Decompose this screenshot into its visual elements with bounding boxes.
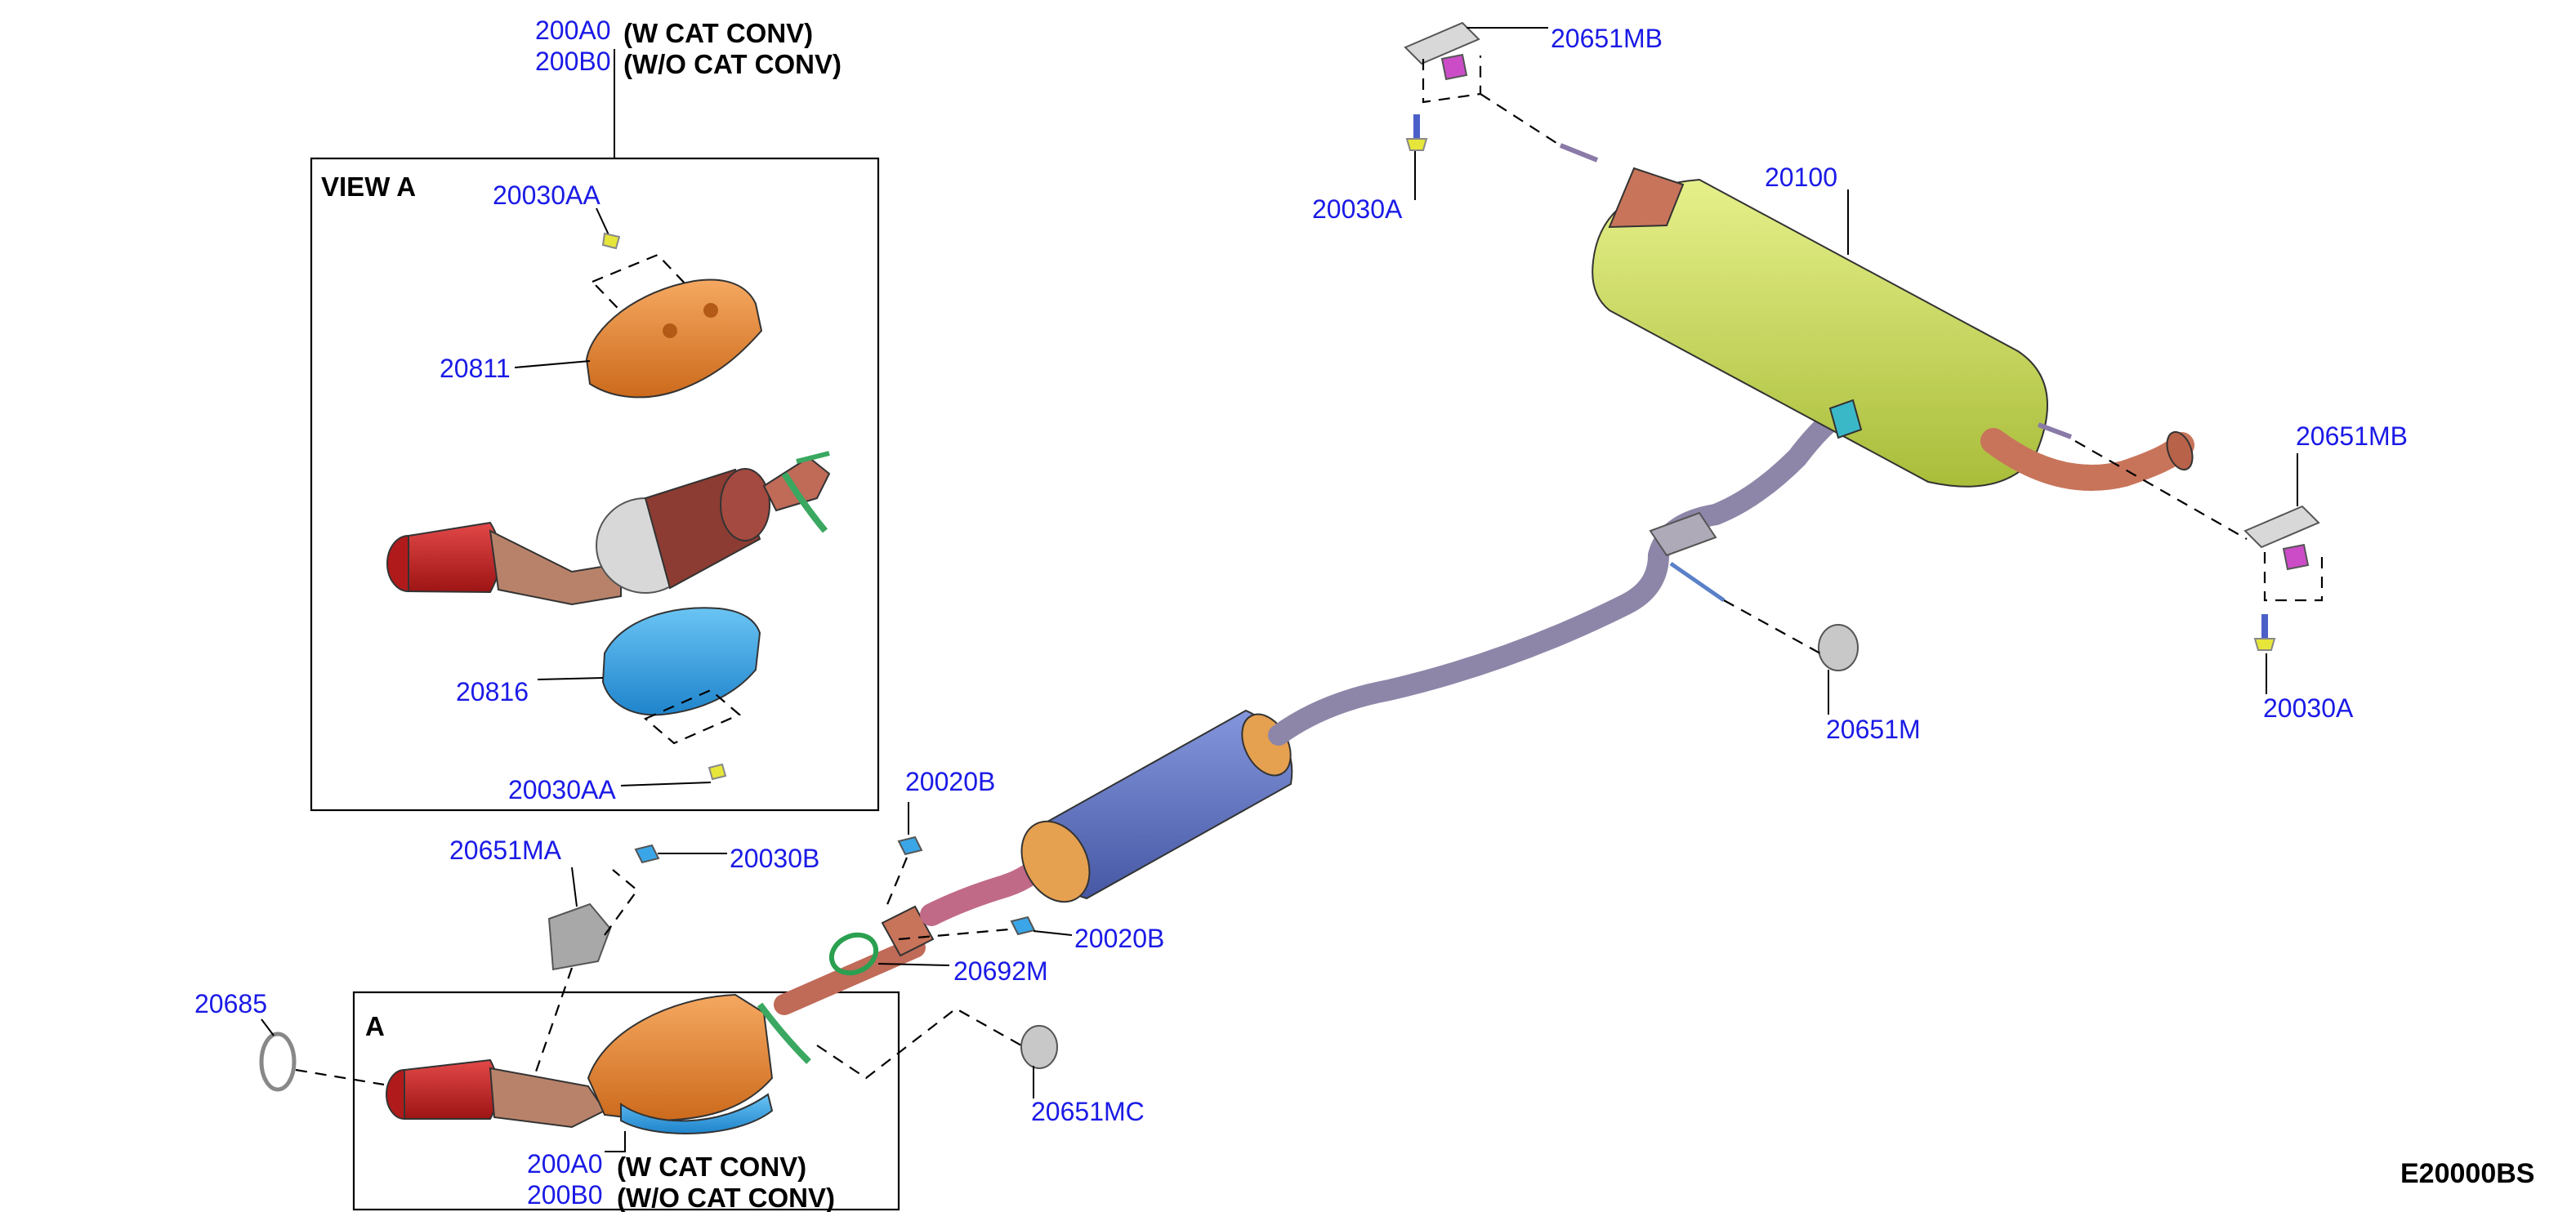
callout-20651ma[interactable]: 20651MA	[449, 835, 562, 865]
callout-20651mb-right[interactable]: 20651MB	[2296, 421, 2408, 451]
cat-converter-assembly	[386, 451, 831, 606]
view-a-code-200b0[interactable]: 200B0	[535, 47, 611, 76]
view-a-title: VIEW A	[321, 172, 416, 202]
rubber-mount-20651m	[1818, 624, 1859, 671]
callout-20030b[interactable]: 20030B	[730, 844, 819, 873]
detail-a-bottom-leader	[605, 1131, 626, 1152]
callout-20020b-top[interactable]: 20020B	[905, 767, 995, 796]
callout-20651mb-top[interactable]: 20651MB	[1551, 24, 1663, 53]
callout-20685[interactable]: 20685	[194, 989, 267, 1018]
cat-lower-heat-shield	[601, 607, 761, 716]
view-a-bottom-dash-box	[643, 688, 742, 745]
callout-20030aa-bottom[interactable]: 20030AA	[508, 775, 616, 804]
callout-20030aa-top[interactable]: 20030AA	[493, 180, 600, 210]
nut-20020b-top	[897, 835, 923, 856]
leader-20816	[537, 677, 604, 680]
bolt-20030a-top	[1413, 114, 1420, 139]
leader-20811	[514, 360, 591, 368]
detail-a-note-w-cat: (W CAT CONV)	[617, 1152, 806, 1182]
detail-a-cat-cover	[587, 993, 774, 1122]
cat-upper-cover	[585, 278, 763, 399]
gasket-20692m	[828, 932, 879, 976]
leader-20692m	[877, 963, 950, 966]
bolt-20030aa-bottom	[708, 763, 727, 781]
leader-20020b-right	[1033, 930, 1073, 936]
diagram-code: E20000BS	[2400, 1158, 2534, 1189]
hanger-20651mb-right	[2074, 440, 2324, 602]
gasket-20685	[259, 1032, 297, 1092]
bracket-20651ma	[547, 902, 612, 971]
leader-20030aa-bottom	[620, 782, 712, 786]
bolt-20030aa-top	[601, 232, 621, 250]
nut-20020b-right	[1010, 916, 1036, 936]
leader-20685	[261, 1018, 275, 1036]
view-a-frame	[310, 157, 880, 812]
callout-20100[interactable]: 20100	[1765, 163, 1837, 192]
hanger-20651mb-top	[1404, 21, 1557, 144]
view-a-panel: VIEW A 200A0 (W CAT CONV) 200B0 (W/O CAT…	[310, 16, 880, 812]
view-a-note-wo-cat: (W/O CAT CONV)	[623, 49, 842, 79]
nut-20030b	[634, 844, 660, 864]
detail-a-panel: A 200A0 (W CAT CONV) 200B0 (W/O CAT CONV…	[352, 991, 900, 1212]
callout-20020b-right[interactable]: 20020B	[1074, 924, 1164, 953]
callout-20811[interactable]: 20811	[440, 354, 511, 383]
rubber-mount-20651mc	[1020, 1025, 1058, 1069]
detail-a-code-200a0[interactable]: 200A0	[527, 1149, 603, 1179]
callout-20651m[interactable]: 20651M	[1826, 715, 1921, 744]
leader-20651ma	[571, 867, 578, 907]
bolt-20030a-right	[2261, 614, 2268, 639]
callout-20692m[interactable]: 20692M	[953, 956, 1048, 986]
view-a-code-200a0[interactable]: 200A0	[535, 16, 611, 45]
view-a-note-w-cat: (W CAT CONV)	[623, 18, 813, 48]
callout-20030a-right[interactable]: 20030A	[2263, 693, 2354, 723]
exhaust-pipeline	[774, 143, 2194, 1015]
detail-a-title: A	[365, 1011, 385, 1041]
detail-a-frame	[352, 991, 900, 1211]
view-a-top-dash-box	[591, 253, 704, 330]
detail-a-code-200b0[interactable]: 200B0	[527, 1180, 603, 1210]
callout-20651mc[interactable]: 20651MC	[1031, 1097, 1145, 1126]
callout-20816[interactable]: 20816	[456, 677, 529, 706]
detail-a-note-wo-cat: (W/O CAT CONV)	[617, 1183, 835, 1212]
callout-20030a-top[interactable]: 20030A	[1312, 194, 1403, 224]
